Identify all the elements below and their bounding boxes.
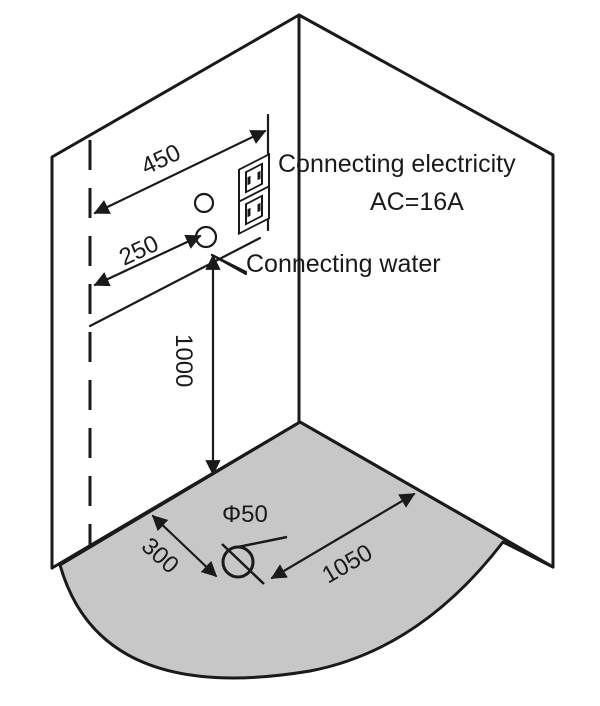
electricity-title: Connecting electricity	[278, 150, 516, 178]
walls	[50, 13, 555, 570]
dimension-1050-line	[270, 492, 416, 580]
water-guide-line	[88, 236, 262, 328]
electricity-value: AC=16A	[370, 188, 464, 216]
water-outlet-icon	[194, 225, 218, 249]
water-outlet-upper-icon	[193, 192, 215, 214]
dimension-250-line	[93, 234, 202, 287]
water-label: Connecting water	[246, 250, 441, 278]
water-leader-curve	[210, 253, 248, 274]
dimension-1000-label: 1000	[170, 334, 197, 387]
shower-floor	[58, 420, 555, 680]
drain-diameter-label: Φ50	[222, 501, 268, 528]
double-power-socket-icon	[238, 152, 270, 236]
dimension-250-label: 250	[115, 230, 163, 271]
dimension-300-line	[151, 514, 218, 578]
dimension-450-line	[93, 129, 267, 215]
